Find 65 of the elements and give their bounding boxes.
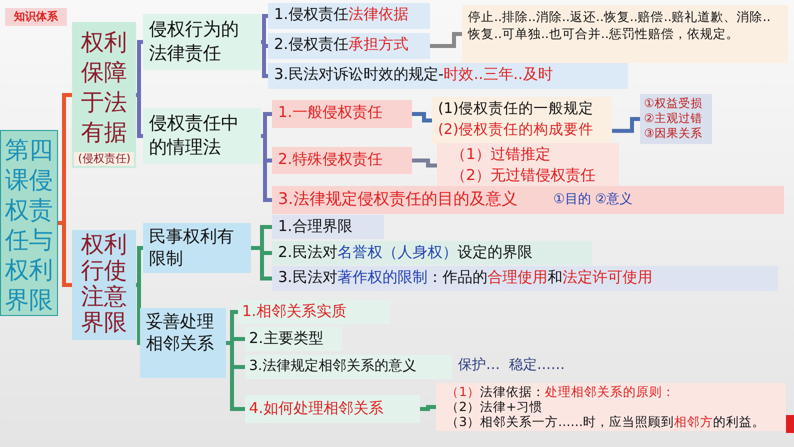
item-text: 3.民法对著作权的限制：作品的合理使用和法定许可使用 [278, 268, 654, 287]
bracket-connector [430, 32, 462, 48]
item-text: 4.如何处理相邻关系 [249, 399, 384, 418]
item-text: 2.主要类型 [249, 329, 324, 348]
point-box [272, 186, 784, 214]
item-text: 1.合理界限 [278, 217, 354, 236]
item-text: 侵权行为的法律责任 [149, 18, 240, 66]
item-text: （1）法律依据：处理相邻关系的原则： [446, 384, 676, 399]
bracket-connector [412, 158, 437, 168]
item-text: 权利保障于法有据 [80, 29, 128, 148]
item-text: 3.法律规定相邻关系的意义 [249, 357, 418, 375]
note-box [462, 5, 788, 63]
section-tag: 知识体系 [5, 8, 67, 26]
item-text: （3）相邻关系一方……时，应当照顾到相邻方的利益。 [446, 414, 766, 429]
item-text: ①权益受损 [644, 96, 704, 111]
point-box [245, 355, 452, 379]
point-box [268, 33, 430, 59]
side-note: 保护… 稳定…… [458, 356, 565, 374]
item-text: 3.民法对诉讼时效的规定-时效..三年..及时 [274, 65, 554, 84]
item-text: 2.民法对名誉权（人身权）设定的界限 [278, 243, 534, 262]
detail-box [437, 143, 619, 188]
element-list-box [640, 94, 712, 144]
item-text: 权利行使注意界限 [80, 232, 128, 336]
point-box [268, 63, 628, 89]
point-box [245, 327, 342, 351]
item-text: ③因果关系 [644, 126, 704, 141]
subtitle-text: (侵权责任) [74, 152, 134, 166]
item-text: （1）过错推定 [451, 144, 552, 165]
item-text: 1.一般侵权责任 [278, 103, 384, 122]
item-text: 第四课侵权责任与权利界限 [4, 135, 54, 315]
bracket-connector [412, 112, 432, 122]
item-text: 侵权责任中的情理法 [149, 112, 240, 160]
point-box [268, 3, 430, 29]
topic-box [72, 230, 136, 340]
item-text: 3.法律规定侵权责任的目的及意义 [278, 189, 518, 210]
point-box [272, 266, 778, 291]
subtopic-box [143, 14, 261, 70]
subtopic-box [143, 223, 251, 273]
bracket-connector [136, 93, 143, 138]
point-box [238, 300, 390, 324]
item-text: 1.相邻关系实质 [242, 302, 348, 321]
detail-box [436, 383, 786, 431]
item-text: 停止..排除..消除..返还..恢复..赔偿..赔礼道歉、消除..恢复..可单独..也可合并..惩罚性赔偿，依规定。 [468, 8, 772, 42]
item-text: ①目的 ②意义 [553, 191, 633, 209]
bracket-connector [420, 405, 436, 411]
detail-box [432, 97, 612, 144]
item-text: (1)侵权责任的一般规定 [438, 100, 595, 119]
item-text: ②主观过错 [644, 111, 704, 126]
item-text: 2.侵权责任承担方式 [274, 35, 410, 54]
item-text: 2.特殊侵权责任 [278, 150, 384, 169]
item-text: (2)侵权责任的构成要件 [438, 121, 595, 140]
item-text: 妥善处理相邻关系 [146, 311, 215, 355]
item-text: 1.侵权责任法律依据 [274, 5, 410, 24]
item-text: （2）无过错侵权责任 [451, 165, 597, 186]
point-box [272, 147, 412, 174]
topic-box [72, 22, 136, 168]
point-box [272, 241, 592, 265]
point-box [245, 395, 420, 423]
subtopic-box [143, 108, 261, 164]
item-text: （2）法律+习惯 [446, 399, 544, 414]
subtopic-box [140, 308, 226, 378]
bracket-connector [612, 117, 640, 133]
point-box [272, 100, 412, 128]
item-text: 民事权利有限制 [149, 226, 235, 270]
point-box [272, 215, 384, 239]
